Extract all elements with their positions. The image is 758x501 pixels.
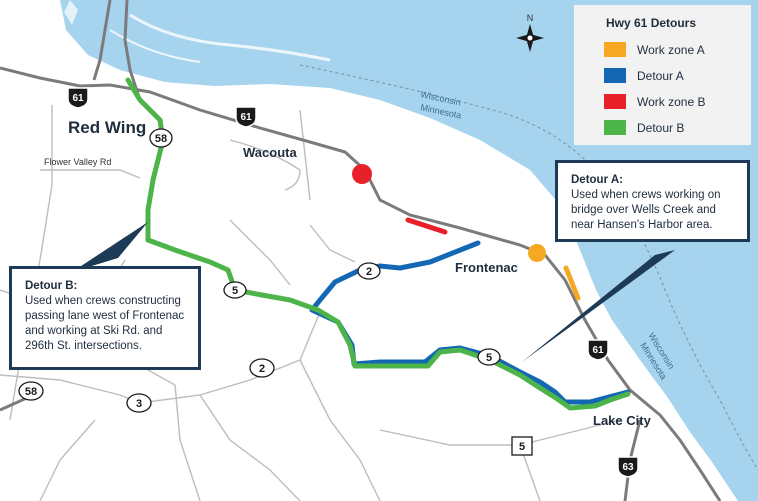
road-label-flower-valley: Flower Valley Rd [44,157,111,167]
legend-swatch-green [604,120,626,135]
work-zone-b-marker [352,164,372,184]
route-2-shield-south: 2 [249,358,275,378]
svg-text:5: 5 [486,352,492,364]
legend-item-detour-a: Detour A [604,67,684,84]
work-zone-a-line [563,265,581,301]
work-zone-b-line [405,217,448,235]
minor-roads [0,105,621,501]
svg-text:61: 61 [240,112,252,123]
svg-text:61: 61 [72,93,84,104]
route-3-shield: 3 [126,393,152,413]
us-61-shield-mid: 61 [235,106,257,128]
place-red-wing: Red Wing [68,118,146,137]
us-61-shield-west: 61 [67,87,89,109]
legend-item-work-zone-a: Work zone A [604,41,705,58]
place-lake-city: Lake City [593,413,652,428]
legend-label: Detour A [637,68,684,83]
legend-swatch-orange [604,42,626,57]
north-arrow-icon: N [516,13,544,52]
svg-text:61: 61 [592,345,604,356]
us-63-shield: 63 [617,456,639,478]
svg-text:58: 58 [155,133,167,145]
route-5-shield-south: 5 [477,348,501,366]
svg-text:3: 3 [136,398,142,410]
legend-swatch-red [604,94,626,109]
detour-b-pointer [72,222,148,272]
place-frontenac: Frontenac [455,260,518,275]
legend-swatch-blue [604,68,626,83]
legend-item-work-zone-b: Work zone B [604,93,705,110]
route-5-shield-bottom: 5 [511,436,533,456]
svg-text:58: 58 [25,386,37,398]
legend: Hwy 61 Detours Work zone A Detour A Work… [574,5,751,145]
callout-detour-a-text: Used when crews working on bridge over W… [571,189,721,231]
callout-detour-b: Detour B: Used when crews constructing p… [9,266,201,370]
work-zone-a-marker [528,244,546,262]
svg-text:63: 63 [622,462,634,473]
svg-text:5: 5 [232,285,238,297]
legend-label: Detour B [637,120,685,135]
callout-detour-a-title: Detour A: [571,174,623,186]
route-58-shield-west: 58 [18,381,44,401]
route-2-shield-north: 2 [357,262,381,280]
callout-detour-a: Detour A: Used when crews working on bri… [555,160,750,242]
us-61-shield-south: 61 [587,339,609,361]
legend-label: Work zone B [637,94,706,109]
callout-detour-b-title: Detour B: [25,280,78,292]
svg-text:2: 2 [366,266,372,278]
legend-label: Work zone A [637,42,705,57]
callout-detour-b-text: Used when crews constructing passing lan… [25,295,185,352]
legend-title: Hwy 61 Detours [606,16,697,30]
detour-b-route [125,77,631,411]
detour-a-pointer [522,250,675,362]
route-5-shield-west: 5 [223,281,247,299]
north-label: N [527,13,534,23]
svg-text:5: 5 [519,441,525,453]
svg-text:2: 2 [259,363,265,375]
legend-item-detour-b: Detour B [604,119,684,136]
place-wacouta: Wacouta [243,145,297,160]
route-58-shield-north: 58 [149,128,173,148]
